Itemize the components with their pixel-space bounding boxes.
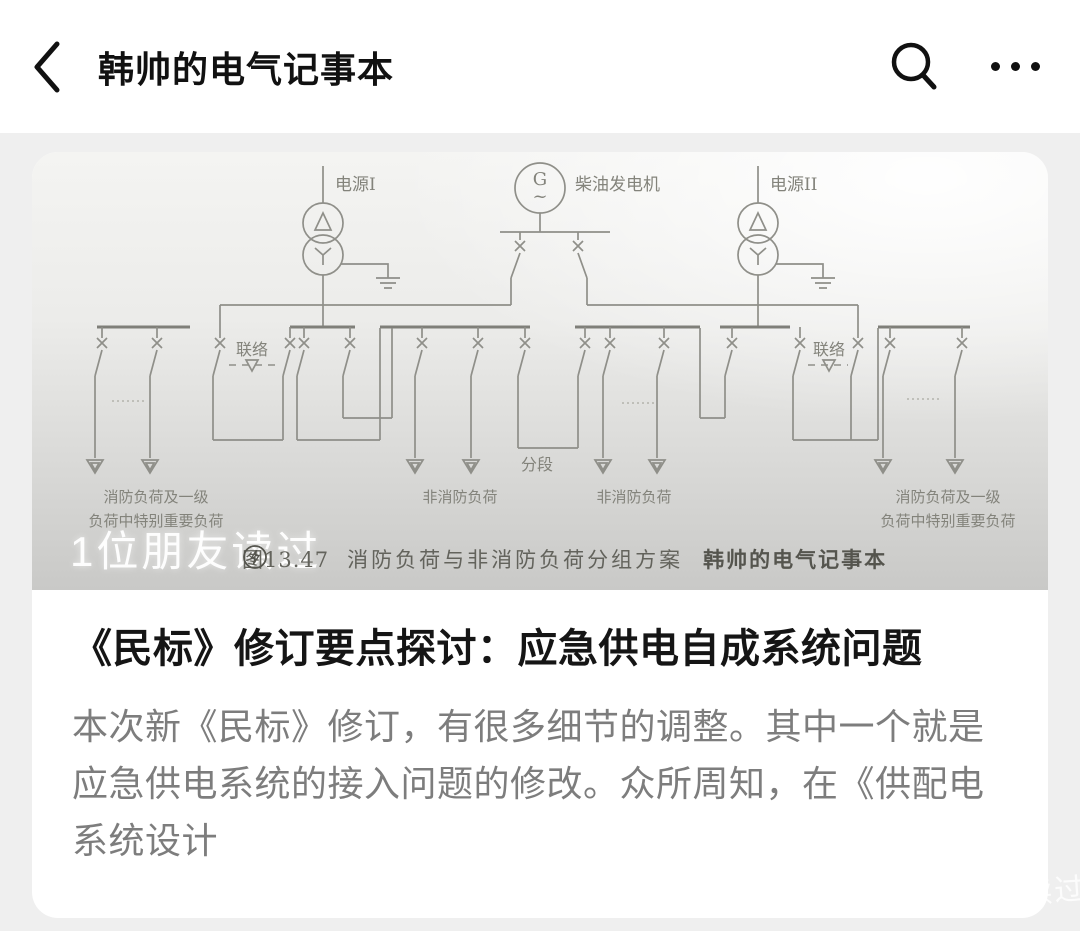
feeders-fire-left: [85, 327, 163, 475]
content-area: 电源I G ~ 柴油发电机: [0, 133, 1080, 931]
article-title: 《民标》修订要点探讨：应急供电自成系统问题: [72, 627, 923, 671]
label-nonfire-left: 非消防负荷: [422, 488, 497, 506]
feeders-nonfire-right: [593, 327, 670, 475]
feeders-fire-right: [873, 327, 968, 475]
tie-left-link: [212, 327, 296, 441]
label-fire-left-1: 消防负荷及一级: [103, 488, 208, 506]
feeders-source2-routed: [699, 327, 738, 419]
main-lines: [219, 304, 859, 338]
label-section: 分段: [521, 455, 553, 474]
label-source1: 电源I: [335, 175, 376, 195]
source1-transformer: [302, 166, 400, 327]
label-source2: 电源II: [770, 175, 817, 195]
label-fire-right-2: 负荷中特别重要负荷: [880, 512, 1015, 530]
article-text-block: 《民标》修订要点探讨：应急供电自成系统问题 本次新《民标》修订，有很多细节的调整…: [32, 590, 1048, 869]
section-link: [517, 327, 591, 449]
label-tie-left: 联络: [236, 340, 268, 359]
article-excerpt: 本次新《民标》修订，有很多细节的调整。其中一个就是应急供电系统的接入问题的修改。…: [72, 706, 985, 861]
corner-watermark: 读过: [1021, 872, 1080, 911]
label-generator: 柴油发电机: [575, 175, 660, 195]
label-fire-right-1: 消防负荷及一级: [895, 488, 1000, 506]
generator-symbol: [500, 162, 610, 305]
ellipsis-icon: [1030, 62, 1040, 71]
figure-watermark: 1位朋友读过: [70, 528, 322, 575]
figure-caption-brand: 韩帅的电气记事本: [703, 547, 888, 572]
page-title: 韩帅的电气记事本: [98, 48, 395, 90]
label-tie-right: 联络: [813, 340, 845, 359]
generator-wave: ~: [532, 186, 547, 207]
label-fire-left-2: 负荷中特别重要负荷: [88, 512, 223, 530]
figure-schematic: 电源I G ~ 柴油发电机: [85, 162, 1016, 530]
ellipsis-icon: [990, 62, 1000, 71]
figure-caption: 图13.47 消防负荷与非消防负荷分组方案 韩帅的电气记事本: [242, 544, 887, 574]
article-card[interactable]: 电源I G ~ 柴油发电机: [32, 152, 1048, 918]
search-icon: [891, 42, 937, 89]
app-header: 韩帅的电气记事本: [0, 0, 1080, 133]
source2-transformer: [737, 166, 835, 327]
figure-image: 电源I G ~ 柴油发电机: [32, 152, 1048, 590]
feeders-source1-routed: [296, 327, 393, 441]
ellipsis-icon: [1010, 62, 1020, 71]
chevron-left-icon: [34, 41, 60, 92]
back-button[interactable]: [30, 37, 76, 97]
figure-caption-text: 消防负荷与非消防负荷分组方案: [347, 548, 684, 572]
more-button[interactable]: [980, 37, 1050, 97]
feeders-nonfire-left: [405, 327, 484, 475]
generator-letter: G: [533, 169, 547, 190]
search-button[interactable]: [884, 37, 944, 97]
label-nonfire-right: 非消防负荷: [596, 488, 671, 506]
tie-right-link: [792, 327, 879, 441]
